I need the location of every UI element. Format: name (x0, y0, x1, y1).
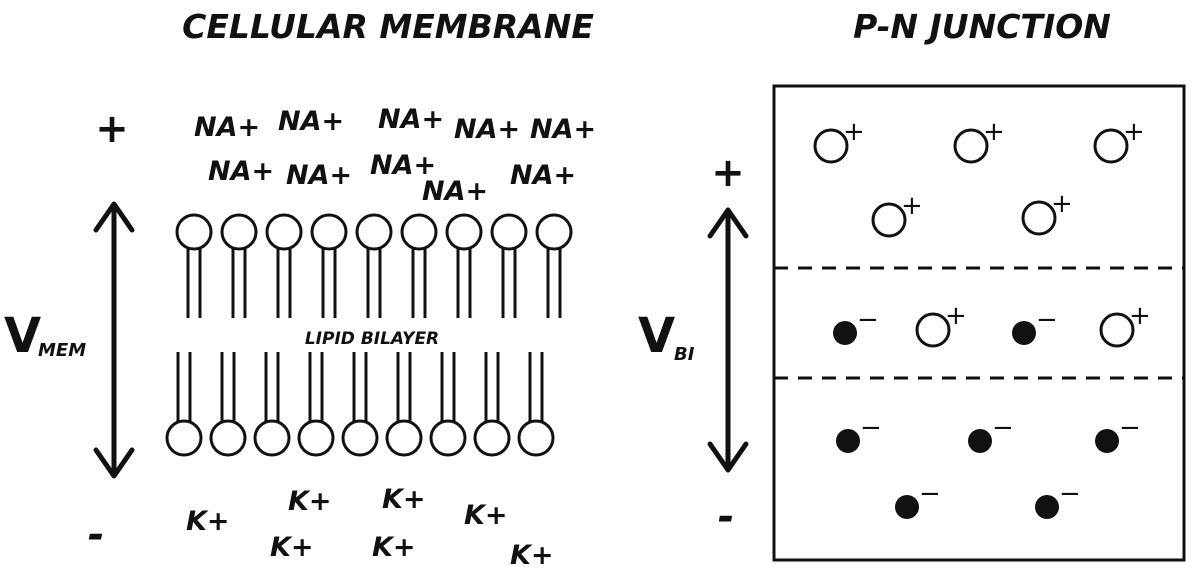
positive-charge-sign: + (901, 191, 923, 221)
lipid-molecule (175, 213, 213, 320)
positive-charge-sign: + (1123, 117, 1145, 147)
lipid-molecule (265, 213, 303, 320)
sodium-ion: NA+ (530, 114, 596, 145)
positive-charge: + (1021, 189, 1073, 236)
junction-title: P-N JUNCTION (853, 7, 1111, 46)
negative-charge: − (968, 413, 1014, 453)
positive-charge-sign: + (1129, 301, 1151, 331)
lipid-molecule (310, 213, 348, 320)
negative-charge-sign: − (992, 413, 1014, 443)
negative-charge: − (833, 305, 879, 345)
potassium-ion: K+ (288, 486, 332, 517)
lipid-molecule (355, 213, 393, 320)
sodium-ion: NA+ (278, 106, 344, 137)
potassium-ion: K+ (382, 484, 426, 515)
potassium-ions: K+ K+ K+ K+ K+ K+ K+ (186, 484, 554, 571)
positive-charge-sign: + (1051, 189, 1073, 219)
sodium-ion: NA+ (454, 114, 520, 145)
lipid-bilayer-label: LIPID BILAYER (305, 329, 439, 349)
lipid-molecule (400, 213, 438, 320)
sodium-ion: NA+ (286, 160, 352, 191)
negative-charge-sign: − (1036, 305, 1058, 335)
negative-charge: − (895, 479, 941, 519)
positive-charge: + (915, 301, 967, 348)
sodium-ion: NA+ (194, 112, 260, 143)
lipid-molecule (517, 350, 555, 457)
junction-voltage-subscript: BI (674, 344, 695, 365)
potassium-ion: K+ (372, 532, 416, 563)
lipid-molecule (535, 213, 573, 320)
membrane-voltage-subscript: MEM (38, 340, 86, 361)
negative-charge: − (1035, 479, 1081, 519)
positive-charge: + (871, 191, 923, 238)
lipid-molecule (165, 350, 203, 457)
negative-charge: − (1012, 305, 1058, 345)
positive-charge-sign: + (945, 301, 967, 331)
positive-charge: + (1099, 301, 1151, 348)
lipid-molecule (220, 213, 258, 320)
lipid-molecule (490, 213, 528, 320)
junction-box (772, 84, 1186, 562)
negative-charge-sign: − (1119, 413, 1141, 443)
sodium-ion: NA+ (208, 156, 274, 187)
positive-charge-sign: + (843, 117, 865, 147)
lipid-molecule (209, 350, 247, 457)
membrane-plus-sign: + (95, 106, 129, 152)
membrane-voltage-arrow (93, 201, 135, 479)
membrane-panel: CELLULAR MEMBRANE + - V MEM NA+ NA+ NA+ … (4, 7, 596, 571)
potassium-ion: K+ (186, 506, 230, 537)
junction-panel: P-N JUNCTION + - V BI + + + (638, 7, 1186, 562)
sodium-ions: NA+ NA+ NA+ NA+ NA+ NA+ NA+ NA+ NA+ NA+ (194, 104, 596, 207)
positive-charges: + + + + + + + (813, 117, 1151, 348)
negative-charge: − (836, 413, 882, 453)
lipid-molecule (297, 350, 335, 457)
negative-charges: − − − − − − − (833, 305, 1141, 519)
sodium-ion: NA+ (510, 160, 576, 191)
junction-voltage-arrow (707, 207, 749, 473)
potassium-ion: K+ (464, 500, 508, 531)
lipid-bilayer-top-leaflet (175, 213, 573, 320)
junction-voltage-label: V (638, 308, 675, 364)
negative-charge-sign: − (919, 479, 941, 509)
lipid-molecule (445, 213, 483, 320)
membrane-title: CELLULAR MEMBRANE (182, 7, 594, 46)
positive-charge: + (953, 117, 1005, 164)
negative-charge-sign: − (857, 305, 879, 335)
potassium-ion: K+ (510, 540, 554, 571)
negative-charge-sign: − (860, 413, 882, 443)
lipid-bilayer-bottom-leaflet (165, 350, 555, 457)
junction-plus-sign: + (711, 150, 745, 196)
membrane-minus-sign: - (88, 512, 105, 558)
sodium-ion: NA+ (422, 176, 488, 207)
positive-charge: + (813, 117, 865, 164)
sodium-ion: NA+ (370, 150, 436, 181)
membrane-voltage-label: V (4, 308, 41, 364)
lipid-molecule (473, 350, 511, 457)
junction-minus-sign: - (718, 494, 735, 540)
lipid-molecule (341, 350, 379, 457)
negative-charge-sign: − (1059, 479, 1081, 509)
lipid-molecule (429, 350, 467, 457)
sodium-ion: NA+ (378, 104, 444, 135)
lipid-molecule (385, 350, 423, 457)
potassium-ion: K+ (270, 532, 314, 563)
positive-charge: + (1093, 117, 1145, 164)
positive-charge-sign: + (983, 117, 1005, 147)
negative-charge: − (1095, 413, 1141, 453)
lipid-molecule (253, 350, 291, 457)
